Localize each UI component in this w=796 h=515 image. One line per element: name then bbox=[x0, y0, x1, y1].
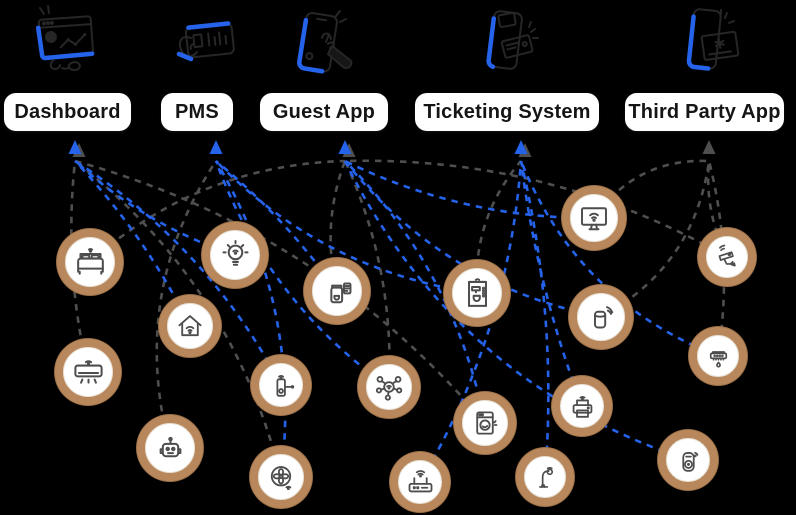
connection-smart-lamp-ticketing bbox=[519, 160, 550, 478]
dashboard-monitor-doodle-icon bbox=[35, 5, 95, 71]
system-label: Ticketing System bbox=[423, 100, 591, 123]
system-pill-dashboard: Dashboard bbox=[4, 93, 131, 131]
smart-fan-node bbox=[250, 446, 312, 508]
smart-speaker-node bbox=[569, 285, 633, 349]
wifi-router-node bbox=[390, 452, 450, 512]
connection-smart-bed-guest bbox=[89, 159, 346, 263]
service-robot-node bbox=[137, 415, 203, 481]
connection-door-lock-dashboard bbox=[74, 159, 283, 386]
ac-icon bbox=[73, 359, 103, 384]
kettle-icon bbox=[329, 281, 351, 303]
arrowhead bbox=[514, 140, 528, 154]
hub-icon bbox=[375, 376, 403, 401]
router-icon bbox=[408, 469, 432, 492]
speaker-icon bbox=[594, 306, 614, 329]
cctv-camera-node bbox=[698, 228, 756, 286]
connection-cctv-camera-guest bbox=[344, 159, 728, 259]
fan-icon bbox=[270, 466, 292, 491]
connection-smart-fan-pms bbox=[214, 160, 287, 478]
lamp-icon bbox=[538, 466, 553, 488]
connection-smart-speaker-guest bbox=[343, 160, 602, 319]
arrowhead bbox=[209, 140, 223, 154]
system-pill-guest: Guest App bbox=[260, 93, 388, 131]
connection-smoke-detector-ticketing bbox=[519, 160, 719, 358]
connection-iot-hub-pms bbox=[214, 160, 390, 389]
door-lock-node bbox=[251, 355, 311, 415]
iot-hub-node bbox=[358, 356, 420, 418]
smart-lamp-node bbox=[516, 448, 574, 506]
connection-smart-kettle-pms bbox=[215, 159, 339, 292]
smoke-icon bbox=[709, 350, 727, 367]
arrowhead bbox=[68, 140, 82, 154]
phone-ticket-doodle-icon bbox=[486, 10, 539, 70]
coffee-machine-node bbox=[444, 260, 510, 326]
smart-tv-node bbox=[562, 186, 626, 250]
connection-coffee-machine-pms bbox=[215, 160, 478, 295]
robot-icon bbox=[159, 436, 181, 457]
coffee-icon bbox=[467, 277, 487, 307]
smoke-detector-node bbox=[689, 327, 747, 385]
phone-tap-doodle-icon bbox=[297, 10, 353, 74]
hand-holding-tablet-doodle-icon bbox=[176, 21, 235, 62]
system-label: Third Party App bbox=[628, 100, 781, 123]
connection-smart-thermostat-guest bbox=[343, 160, 689, 462]
system-pill-ticketing: Ticketing System bbox=[415, 93, 599, 131]
system-pill-thirdparty: Third Party App bbox=[625, 93, 784, 131]
smart-home-node bbox=[159, 295, 221, 357]
connection-smart-printer-ticketing bbox=[519, 160, 584, 407]
lock-icon bbox=[275, 374, 294, 397]
smart-thermostat-node bbox=[658, 430, 718, 490]
tv-icon bbox=[581, 207, 607, 231]
washing-machine-node bbox=[454, 392, 516, 454]
arrowhead bbox=[702, 140, 716, 154]
smart-bulb-node bbox=[202, 222, 268, 288]
system-label: Dashboard bbox=[14, 100, 121, 123]
phone-password-card-doodle-icon bbox=[686, 8, 740, 71]
smart-ac-node bbox=[55, 339, 121, 405]
system-label: PMS bbox=[175, 100, 219, 123]
cctv-icon bbox=[718, 244, 736, 266]
connection-cctv-camera-thirdparty bbox=[706, 160, 729, 258]
smart-printer-node bbox=[552, 376, 612, 436]
washing-icon bbox=[476, 411, 498, 435]
connection-service-robot-pms bbox=[155, 160, 218, 449]
system-pill-pms: PMS bbox=[161, 93, 233, 131]
smart-kettle-node bbox=[304, 258, 370, 324]
connection-smart-home-dashboard bbox=[74, 160, 192, 327]
printer-icon bbox=[572, 395, 592, 418]
connection-smart-tv-guest bbox=[344, 159, 595, 220]
smart-bed-node bbox=[57, 229, 123, 295]
arrowhead bbox=[338, 140, 352, 154]
connection-washing-machine-guest bbox=[344, 160, 487, 424]
thermostat-icon bbox=[681, 451, 698, 472]
bulb-icon bbox=[221, 239, 249, 266]
bed-icon bbox=[76, 247, 104, 275]
system-label: Guest App bbox=[272, 100, 376, 123]
home-icon bbox=[178, 315, 202, 337]
